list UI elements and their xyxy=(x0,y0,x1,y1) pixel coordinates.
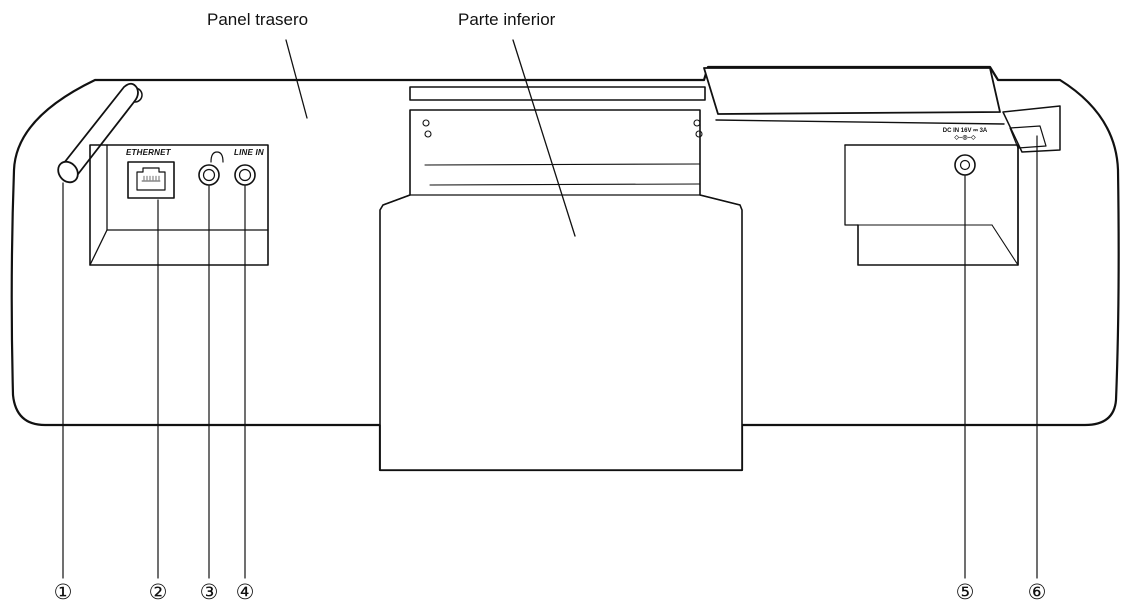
callout-6: ⑥ xyxy=(1027,580,1047,604)
line-in-label: LINE IN xyxy=(234,148,264,157)
rear-panel-label: Panel trasero xyxy=(207,10,309,29)
dc-in-label: DC IN 16V ⎓ 3A ◇–◎–◇ xyxy=(930,128,1000,142)
headphones-icon xyxy=(210,151,224,163)
top-lid xyxy=(703,67,1001,115)
side-slot xyxy=(1002,105,1061,153)
leader-bottom xyxy=(512,39,576,237)
dc-in-rating: DC IN 16V ⎓ 3A xyxy=(942,128,988,134)
line-in-jack xyxy=(234,164,256,186)
left-port-recess xyxy=(89,144,269,266)
dc-in-jack xyxy=(954,154,976,176)
callout-2: ② xyxy=(148,580,168,604)
ethernet-port xyxy=(127,161,175,199)
dc-polarity-icon: ◇–◎–◇ xyxy=(954,135,976,141)
headphone-jack xyxy=(198,164,220,186)
leader-rear-panel xyxy=(285,39,308,119)
top-slot xyxy=(409,86,706,101)
antenna xyxy=(59,82,139,179)
callout-3: ③ xyxy=(199,580,219,604)
right-port-recess xyxy=(844,144,1019,266)
callout-4: ④ xyxy=(235,580,255,604)
callout-1: ① xyxy=(53,580,73,604)
ethernet-label: ETHERNET xyxy=(126,148,171,157)
bottom-label: Parte inferior xyxy=(458,10,556,29)
callout-5: ⑤ xyxy=(955,580,975,604)
